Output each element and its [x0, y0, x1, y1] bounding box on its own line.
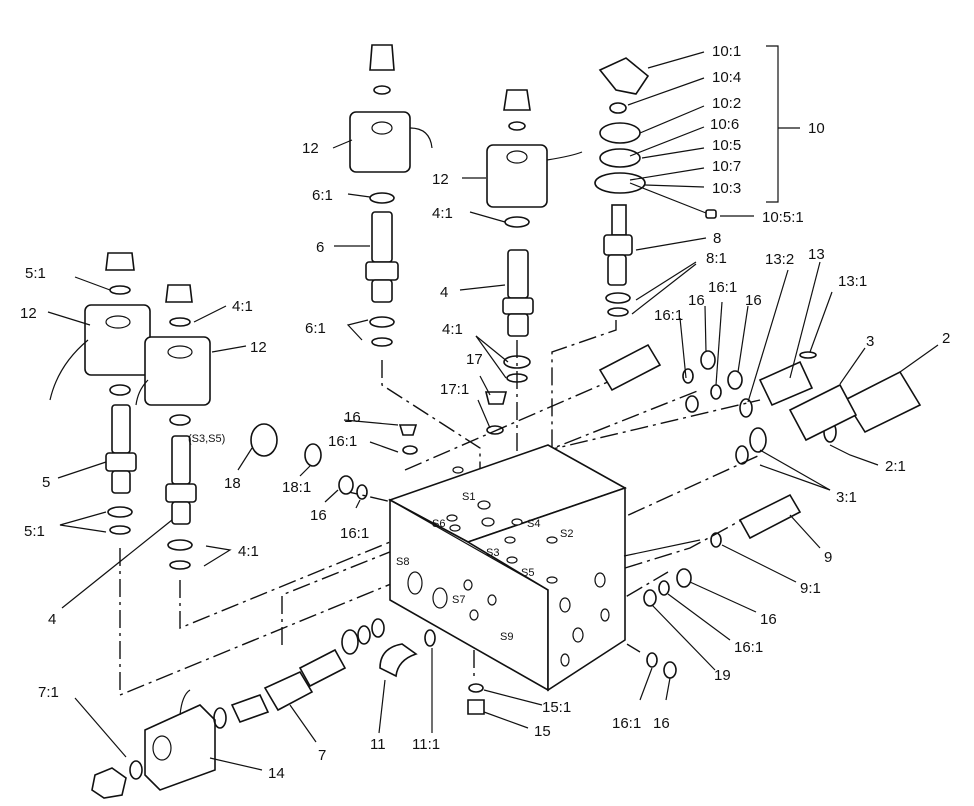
callout-5-1-b: 5:1: [24, 523, 45, 540]
port-s1: S1: [462, 491, 475, 503]
callout-7: 7: [318, 747, 326, 764]
hand-pump-assembly-10: [594, 57, 717, 317]
manifold-block: [388, 444, 627, 692]
callout-16-1-e: 16:1: [328, 433, 357, 450]
callout-16-1-d: 16:1: [708, 279, 737, 296]
callout-16-1-f: 16:1: [340, 525, 369, 542]
callout-16-b: 16: [653, 715, 670, 732]
callout-16-f: 16: [310, 507, 327, 524]
callout-9: 9: [824, 549, 832, 566]
callout-16-c: 16: [688, 292, 705, 309]
callout-5-1-a: 5:1: [25, 265, 46, 282]
solenoid-14-and-cartridge-7: [91, 648, 347, 799]
callout-10-6: 10:6: [710, 116, 739, 133]
callout-10: 10: [808, 120, 825, 137]
port-s2: S2: [560, 528, 573, 540]
callout-16-1-a: 16:1: [734, 639, 763, 656]
port-s5: S5: [521, 567, 534, 579]
callout-15-1: 15:1: [542, 699, 571, 716]
port-labels: S1 S6 S4 S2 S3 S5 S8 S7 S9: [396, 491, 573, 643]
callout-10-2: 10:2: [712, 95, 741, 112]
callout-4-1-c: 4:1: [232, 298, 253, 315]
callout-16-a: 16: [760, 611, 777, 628]
callout-17: 17: [466, 351, 483, 368]
leader-lines: [47, 45, 939, 771]
solenoid-stack-6: [349, 44, 433, 347]
callout-2-1: 2:1: [885, 458, 906, 475]
callout-12-c: 12: [20, 305, 37, 322]
callout-10-4: 10:4: [712, 69, 741, 86]
callout-17-1: 17:1: [440, 381, 469, 398]
callout-s3-s5: (S3,S5): [188, 433, 225, 445]
callout-11-1: 11:1: [412, 736, 440, 753]
callout-9-1: 9:1: [800, 580, 821, 597]
solenoid-stack-4-left: [135, 284, 211, 570]
port-s3: S3: [486, 547, 499, 559]
callout-10-5-1: 10:5:1: [762, 209, 804, 226]
callout-6-1-a: 6:1: [312, 187, 333, 204]
callout-10-1: 10:1: [712, 43, 741, 60]
port-s8: S8: [396, 556, 409, 568]
callout-2: 2: [942, 330, 950, 347]
callout-4-b: 4: [48, 611, 56, 628]
port-s9: S9: [500, 631, 513, 643]
callout-19: 19: [714, 667, 731, 684]
callout-7-1: 7:1: [38, 684, 59, 701]
callout-16-1-b: 16:1: [612, 715, 641, 732]
callout-3-1: 3:1: [836, 489, 857, 506]
callout-10-7: 10:7: [712, 158, 741, 175]
callout-13-1: 13:1: [838, 273, 867, 290]
callout-11: 11: [370, 736, 386, 753]
callout-6-1-b: 6:1: [305, 320, 326, 337]
callout-10-5: 10:5: [712, 137, 741, 154]
solenoid-stack-4: [484, 89, 583, 435]
port-s7: S7: [452, 594, 465, 606]
callout-16-1-c: 16:1: [654, 307, 683, 324]
callout-3: 3: [866, 333, 874, 350]
callout-4-1-d: 4:1: [238, 543, 259, 560]
callout-14: 14: [268, 765, 285, 782]
plugs-and-fittings: [250, 423, 692, 715]
assembly-axes: [119, 320, 761, 697]
callout-16-e: 16: [344, 409, 361, 426]
callout-12-a: 12: [302, 140, 319, 157]
callout-6: 6: [316, 239, 324, 256]
callout-12-d: 12: [250, 339, 267, 356]
solenoid-stack-5: [49, 252, 151, 535]
right-cartridges: [598, 343, 922, 548]
callout-16-d: 16: [745, 292, 762, 309]
port-s4: S4: [527, 518, 540, 530]
callout-4-1-a: 4:1: [432, 205, 453, 222]
callout-10-3: 10:3: [712, 180, 741, 197]
port-s6: S6: [432, 518, 445, 530]
callout-8-1: 8:1: [706, 250, 727, 267]
callout-12-b: 12: [432, 171, 449, 188]
callout-4-1-b: 4:1: [442, 321, 463, 338]
callout-15: 15: [534, 723, 551, 740]
callout-18: 18: [224, 475, 241, 492]
callout-8: 8: [713, 230, 721, 247]
callout-5: 5: [42, 474, 50, 491]
callout-4-a: 4: [440, 284, 448, 301]
callout-labels: 10:1 10:4 10:2 10:6 10:5 10:7 10:3 10 10…: [20, 43, 950, 782]
callout-18-1: 18:1: [282, 479, 311, 496]
callout-13: 13: [808, 246, 825, 263]
callout-13-2: 13:2: [765, 251, 794, 268]
